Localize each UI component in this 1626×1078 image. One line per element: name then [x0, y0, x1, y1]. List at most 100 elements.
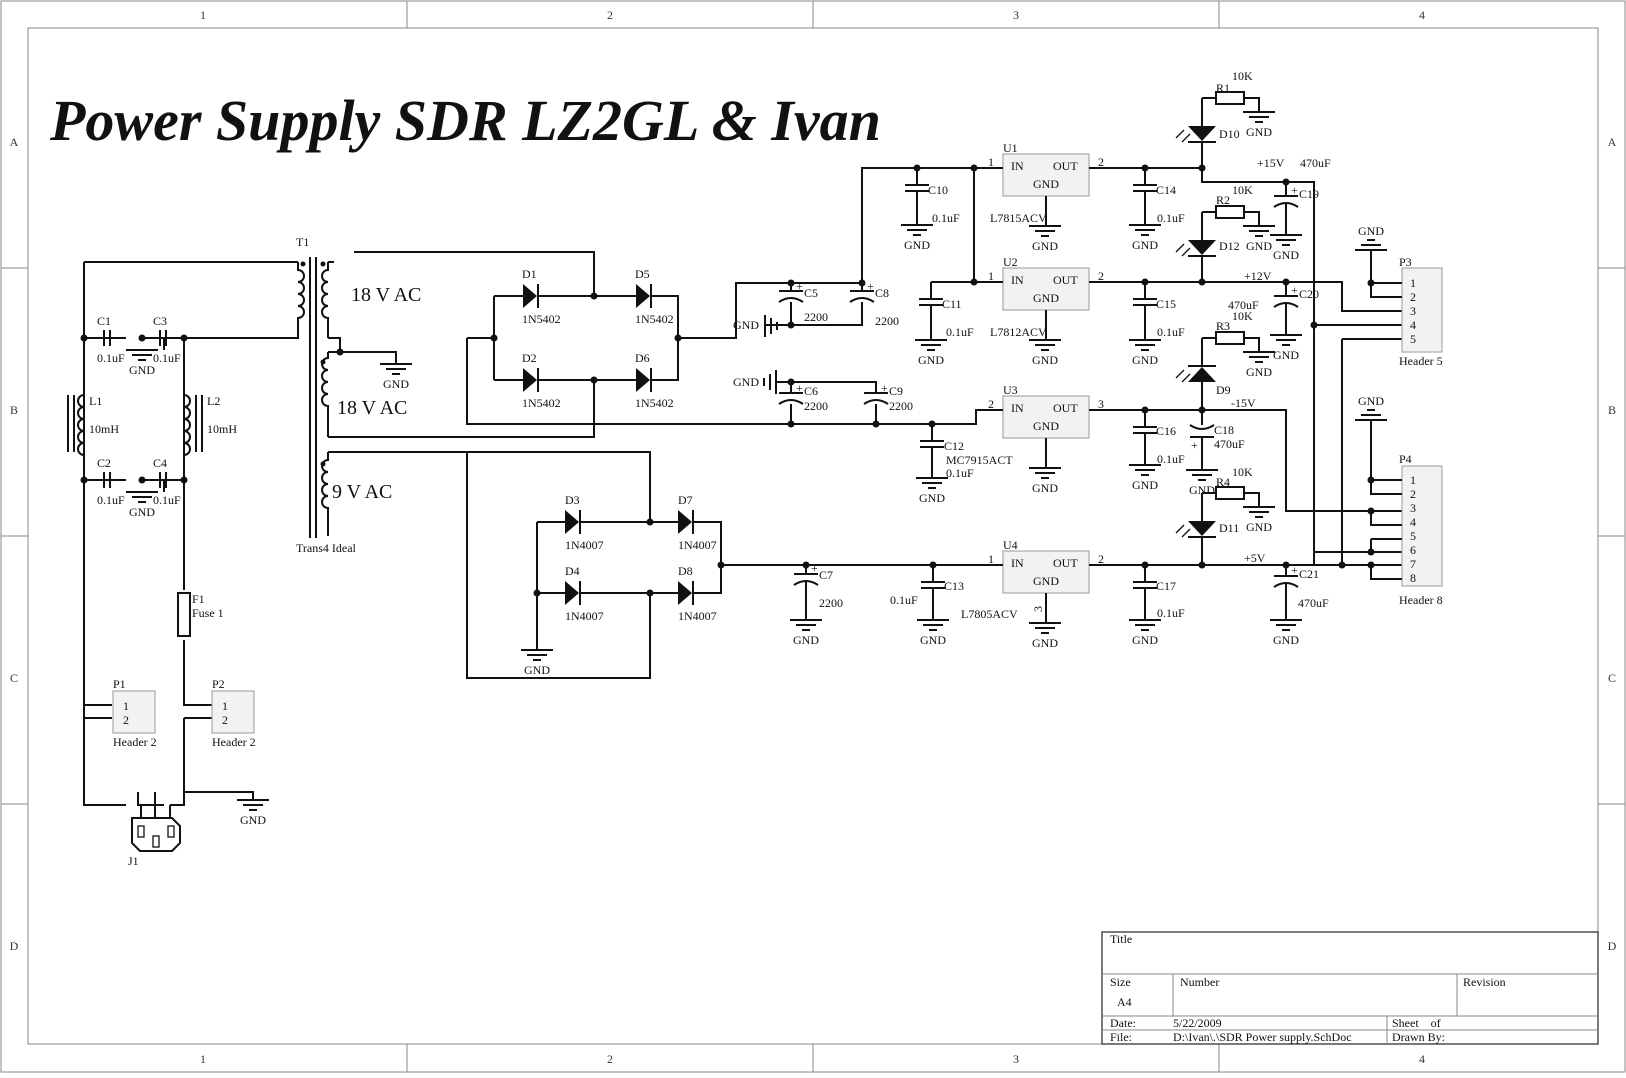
row-label-left-d: D: [10, 939, 19, 953]
gnd-label: GND: [1273, 633, 1299, 647]
title-block-file-label: File:: [1110, 1030, 1132, 1044]
reg-ref: U3: [1003, 383, 1018, 397]
c6-value: 2200: [804, 399, 828, 413]
resistor-ref: R3: [1216, 319, 1230, 333]
capacitor-c17: C17 0.1uF: [1133, 565, 1185, 620]
col-label-top-3: 3: [1013, 8, 1019, 22]
d1-ref: D1: [522, 267, 537, 281]
ground-symbol-header: GND: [1355, 394, 1387, 421]
reg-pin-gnd-label: GND: [1033, 419, 1059, 433]
reg-ref: U4: [1003, 538, 1018, 552]
c4-value: 0.1uF: [153, 493, 181, 507]
p2-ref: P2: [212, 677, 225, 691]
reg-in-pin-number: 1: [988, 155, 994, 169]
gnd-label: GND: [1273, 348, 1299, 362]
reg-pin-gnd-label: GND: [1033, 574, 1059, 588]
decap-value: 0.1uF: [1157, 606, 1185, 620]
row-label-left-b: B: [10, 403, 18, 417]
p1-pin-2: 2: [123, 713, 129, 727]
ground-symbol: GND: [1270, 619, 1302, 647]
d4-value: 1N4007: [565, 609, 604, 623]
ground-symbol: GND: [1243, 351, 1275, 379]
row-label-left-c: C: [10, 671, 18, 685]
ground-symbol: GND: [917, 619, 949, 647]
row-label-right-b: B: [1608, 403, 1616, 417]
reg-ref: U1: [1003, 141, 1018, 155]
c19-ref: C19: [1299, 187, 1319, 201]
rail-label-neg15v: -15V: [1231, 396, 1256, 410]
gnd-label: GND: [1358, 224, 1384, 238]
reg-gnd-pin-number: 3: [1031, 606, 1045, 612]
l1-ref: L1: [89, 394, 102, 408]
c2-ref: C2: [97, 456, 111, 470]
col-label-top-1: 1: [200, 8, 206, 22]
diode-d3: [565, 510, 581, 534]
connector-p2: [211, 690, 255, 734]
c6-plus: +: [796, 381, 803, 395]
gnd-label: GND: [1132, 353, 1158, 367]
row-label-right-a: A: [1608, 135, 1617, 149]
reg-in-pin-number: 2: [988, 397, 994, 411]
c21-plus: +: [1291, 563, 1298, 577]
decap-ref: C17: [1156, 579, 1176, 593]
decap-ref: C13: [944, 579, 964, 593]
header-pin-3: 3: [1410, 304, 1416, 318]
reg-pin-out-label: OUT: [1053, 159, 1078, 173]
c9-plus: +: [881, 381, 888, 395]
title-block-revision-label: Revision: [1463, 975, 1506, 989]
header-pin-8: 8: [1410, 571, 1416, 585]
title-block-sheet-label: Sheet of: [1392, 1016, 1441, 1030]
capacitor-c19: [1273, 195, 1299, 235]
reg-in-pin-number: 1: [988, 552, 994, 566]
title-block-file-value: D:\Ivan\.\SDR Power supply.SchDoc: [1173, 1030, 1352, 1044]
decap-value: 0.1uF: [932, 211, 960, 225]
p4-ref: P4: [1399, 452, 1412, 466]
ground-symbol: GND: [1243, 225, 1275, 253]
diode-d7: [678, 510, 694, 534]
decap-value: 0.1uF: [946, 466, 974, 480]
rail-label-12v: +12V: [1244, 269, 1272, 283]
ground-symbol: GND: [901, 224, 933, 252]
decap-value: 0.1uF: [1157, 452, 1185, 466]
connector-p4: [1401, 465, 1443, 587]
header-pin-4: 4: [1410, 515, 1416, 529]
resistor-ref: R4: [1216, 475, 1230, 489]
c21-ref: C21: [1299, 567, 1319, 581]
ground-symbol: GND: [1243, 111, 1275, 139]
header-pin-6: 6: [1410, 543, 1416, 557]
ground-symbol: GND: [790, 619, 822, 647]
gnd-label: GND: [1032, 636, 1058, 650]
c1-ref: C1: [97, 314, 111, 328]
col-label-bottom-1: 1: [200, 1052, 206, 1066]
reg-pin-out-label: OUT: [1053, 273, 1078, 287]
l2-value: 10mH: [207, 422, 237, 436]
gnd-symbol-c5: [764, 315, 778, 337]
header-pin-4: 4: [1410, 318, 1416, 332]
reg-in-pin-number: 1: [988, 269, 994, 283]
gnd-label: GND: [1132, 478, 1158, 492]
gnd-label: GND: [1246, 365, 1272, 379]
header-junctions: [1367, 279, 1375, 569]
ground-symbol: GND: [1029, 467, 1061, 495]
resistor-value: 10K: [1232, 465, 1253, 479]
d6-value: 1N5402: [635, 396, 674, 410]
resistor-value: 10K: [1232, 309, 1253, 323]
c8-plus: +: [867, 279, 874, 293]
inductor-l2: [183, 394, 203, 456]
capacitor-c9: [863, 392, 889, 405]
title-block-drawn-by-label: Drawn By:: [1392, 1030, 1445, 1044]
p3-type: Header 5: [1399, 354, 1443, 368]
decap-ref: C10: [928, 183, 948, 197]
led-ref: D10: [1219, 127, 1240, 141]
header-pin-2: 2: [1410, 290, 1416, 304]
header-pin-5: 5: [1410, 529, 1416, 543]
c2-value: 0.1uF: [97, 493, 125, 507]
capacitor-c8: [849, 290, 875, 303]
led-ref: D9: [1216, 383, 1231, 397]
regulator-input-wiring: [916, 167, 1003, 577]
gnd-label-c6: GND: [733, 375, 759, 389]
